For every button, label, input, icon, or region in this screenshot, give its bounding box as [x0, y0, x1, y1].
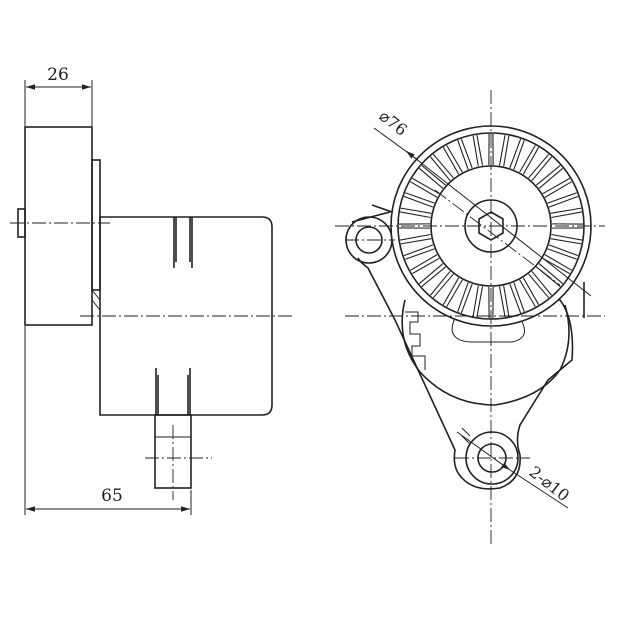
ratchet-steps — [405, 312, 425, 370]
dim-label-65: 65 — [101, 486, 123, 506]
front-view: ⌀76 2-⌀10 — [335, 90, 605, 545]
dim-label-d76: ⌀76 — [376, 106, 411, 139]
dim-label-holes: 2-⌀10 — [526, 462, 574, 505]
pulley-flange — [92, 160, 100, 290]
top-slot — [174, 217, 192, 268]
bottom-slot — [156, 368, 190, 415]
pulley-side — [25, 127, 92, 325]
side-view: 26 65 — [10, 65, 295, 515]
leader-line — [457, 432, 510, 470]
dim-label-26: 26 — [47, 65, 69, 85]
